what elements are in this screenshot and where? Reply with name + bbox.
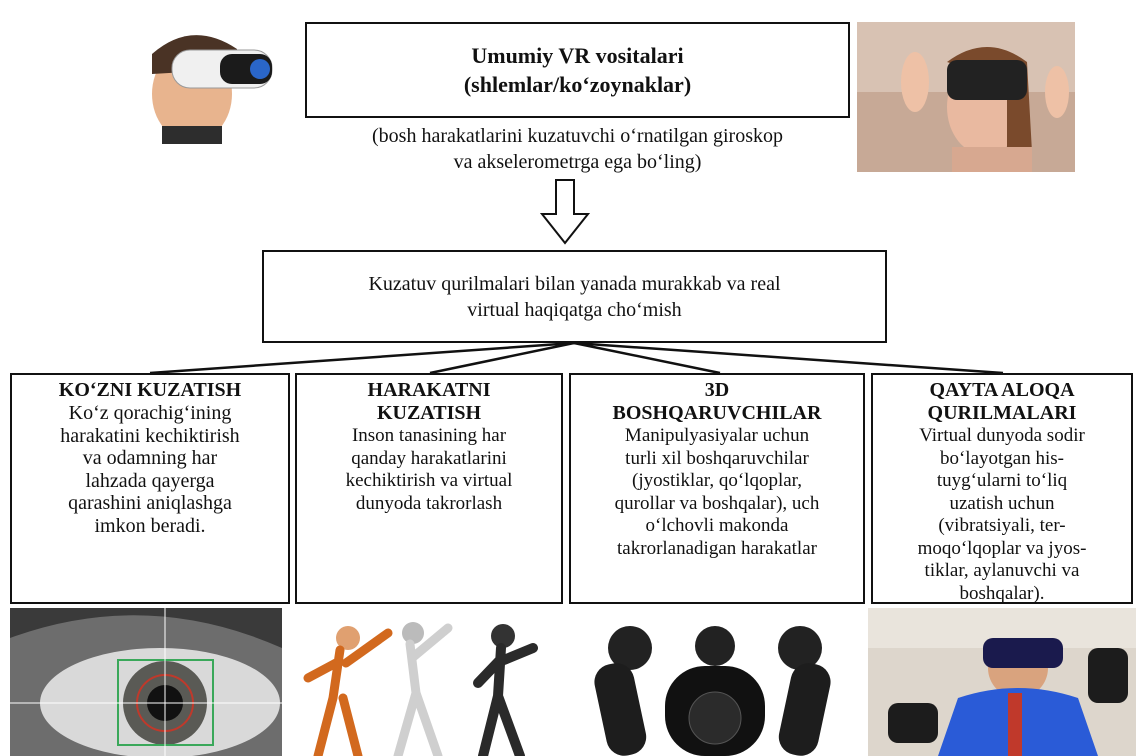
vr-tools-subtitle: (bosh harakatlarini kuzatuvchi o‘rnatilg… (300, 123, 855, 175)
motion-tracking-body-line: Inson tanasining har (351, 425, 507, 446)
vr-tools-title-line2: (shlemlar/ko‘zoynaklar) (463, 72, 692, 97)
eye-tracking-title: KO‘ZNI KUZATISH (58, 379, 242, 401)
feedback-devices-body-line: tiklar, aylanuvchi va (924, 560, 1080, 581)
3d-controllers-body-line: Manipulyasiyalar uchun (624, 425, 810, 446)
vr-headset-woman-image (857, 22, 1075, 172)
feedback-devices-title: QURILMALARI (927, 402, 1077, 424)
motion-tracking-title: HARAKATNI (367, 379, 491, 401)
eye-tracking-body-line: lahzada qayerga (85, 469, 215, 492)
motion-tracking-image (298, 608, 560, 756)
feedback-devices-body-line: Virtual dunyoda sodir (919, 425, 1085, 446)
subtitle-line1: (bosh harakatlarini kuzatuvchi o‘rnatilg… (372, 125, 783, 147)
motion-tracking-body-line: kechiktirish va virtual (345, 470, 513, 491)
tracking-immersion-box: Kuzatuv qurilmalari bilan yanada murakka… (262, 250, 887, 343)
eye-tracking-body-line: imkon beradi. (94, 514, 206, 537)
eye-tracking-body-line: Ko‘z qorachig‘ining (68, 402, 232, 424)
motion-tracking-body-line: qanday harakatlarini (351, 447, 507, 469)
connector-line-2 (429, 341, 575, 375)
down-arrow (539, 179, 591, 245)
3d-controllers-title: BOSHQARUVCHILAR (612, 402, 822, 424)
3d-controllers-body-line: turli xil boshqaruvchilar (625, 447, 809, 469)
feedback-devices-body-line: (vibratsiyali, ter- (938, 515, 1066, 536)
motion-tracking-box: HARAKATNI KUZATISH Inson tanasining har … (295, 373, 563, 604)
3d-controllers-body-line: takrorlanadigan harakatlar (617, 537, 817, 559)
3d-controllers-body-line: (jyostiklar, qo‘lqoplar, (632, 470, 802, 491)
eye-tracking-box: KO‘ZNI KUZATISH Ko‘z qorachig‘ining hara… (10, 373, 290, 604)
feedback-devices-title: QAYTA ALOQA (929, 379, 1075, 401)
motion-tracking-body-line: dunyoda takrorlash (355, 492, 503, 514)
feedback-devices-image (868, 608, 1136, 756)
tracking-line1: Kuzatuv qurilmalari bilan yanada murakka… (368, 272, 781, 295)
3d-controllers-image (570, 608, 860, 756)
3d-controllers-box: 3D BOSHQARUVCHILAR Manipulyasiyalar uchu… (569, 373, 865, 604)
feedback-devices-body-line: bo‘layotgan his- (939, 447, 1064, 469)
vr-headset-boy-image (132, 14, 280, 144)
3d-controllers-body-line: qurollar va boshqalar), uch (614, 492, 820, 514)
connector-line-1 (149, 341, 575, 375)
eye-tracking-body-line: qarashini aniqlashga (68, 492, 232, 514)
feedback-devices-body-line: moqo‘lqoplar va jyos- (917, 537, 1087, 559)
feedback-devices-body-line: tuyg‘ularni to‘liq (936, 470, 1068, 491)
feedback-devices-body-line: boshqalar). (959, 582, 1045, 604)
3d-controllers-title: 3D (704, 379, 730, 401)
feedback-devices-body-line: uzatish uchun (949, 492, 1055, 514)
eye-tracking-image (10, 608, 282, 756)
connector-line-4 (573, 341, 1004, 375)
connector-line-3 (573, 341, 721, 375)
vr-tools-box: Umumiy VR vositalari (shlemlar/ko‘zoynak… (305, 22, 850, 118)
tracking-line2: virtual haqiqatga cho‘mish (467, 298, 682, 321)
motion-tracking-title: KUZATISH (376, 402, 482, 424)
eye-tracking-body-line: va odamning har (82, 447, 218, 469)
eye-tracking-body-line: harakatini kechiktirish (60, 424, 240, 447)
3d-controllers-body-line: o‘lchovli makonda (645, 515, 789, 536)
feedback-devices-box: QAYTA ALOQA QURILMALARI Virtual dunyoda … (871, 373, 1133, 604)
vr-tools-title-line1: Umumiy VR vositalari (471, 43, 684, 68)
subtitle-line2: va akselerometrga ega bo‘ling) (453, 151, 702, 173)
